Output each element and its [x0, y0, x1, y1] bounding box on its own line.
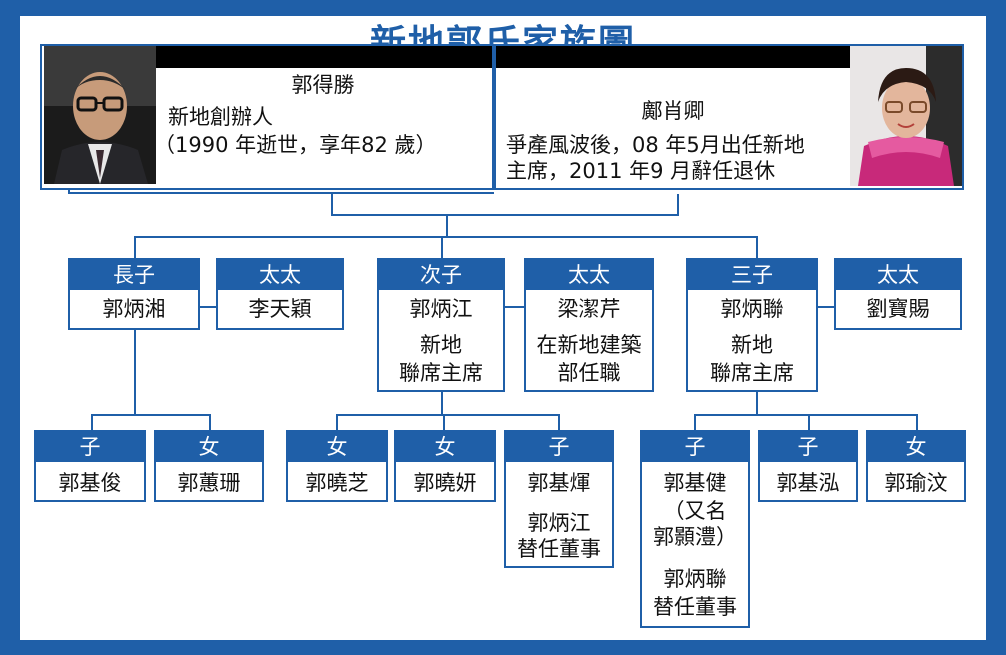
gen3-child: 子 郭基俊 — [34, 430, 146, 502]
connector — [441, 390, 443, 416]
gen2-eldest-son: 長子 郭炳湘 — [68, 258, 200, 330]
connector — [198, 306, 218, 308]
founder-role: 新地創辦人 — [168, 105, 273, 129]
connector — [209, 414, 211, 432]
person-name: 郭炳江 — [409, 297, 473, 321]
connector — [91, 414, 93, 432]
person-name: 李天穎 — [248, 297, 312, 321]
connector — [503, 306, 525, 308]
connector — [441, 236, 443, 260]
connector — [694, 414, 696, 432]
connector — [443, 414, 445, 432]
person-note: 新地 — [420, 333, 462, 357]
role-label: 次子 — [379, 260, 503, 290]
gen3-child: 子 郭基健 （又名 郭顥澧） 郭炳聯 替任董事 — [640, 430, 750, 628]
person-name: 郭基健 — [663, 471, 727, 495]
role-label: 子 — [642, 432, 748, 462]
role-label: 女 — [868, 432, 964, 462]
role-label: 長子 — [70, 260, 198, 290]
founder-photo — [44, 46, 156, 184]
gen2-second-son: 次子 郭炳江 新地 聯席主席 — [377, 258, 505, 392]
role-label: 太太 — [526, 260, 652, 290]
role-label: 子 — [506, 432, 612, 462]
person-note: （又名 — [663, 499, 727, 523]
person-name: 梁潔芹 — [557, 297, 621, 321]
person-name: 郭瑜汶 — [884, 471, 948, 495]
person-note: 郭炳聯 — [663, 567, 727, 591]
connector — [756, 236, 758, 260]
gen3-child: 女 郭蕙珊 — [154, 430, 264, 502]
role-label: 子 — [760, 432, 856, 462]
gen3-child: 子 郭基泓 — [758, 430, 858, 502]
person-name: 郭基俊 — [58, 471, 122, 495]
gen2-wife-2: 太太 梁潔芹 在新地建築 部任職 — [524, 258, 654, 392]
person-name: 劉寶賜 — [866, 297, 930, 321]
connector — [91, 414, 211, 416]
gen3-child: 女 郭曉芝 — [286, 430, 388, 502]
connector — [817, 306, 835, 308]
role-label: 女 — [156, 432, 262, 462]
connector — [694, 414, 918, 416]
person-name: 郭曉妍 — [413, 471, 477, 495]
connector — [808, 414, 810, 432]
connector — [558, 414, 560, 432]
connector — [134, 329, 136, 415]
gen2-wife-3: 太太 劉寶賜 — [834, 258, 962, 330]
person-note: 新地 — [731, 333, 773, 357]
connector — [677, 194, 679, 216]
connector — [446, 216, 448, 238]
founder-name: 郭得勝 — [291, 73, 355, 97]
founder-bar — [154, 46, 492, 68]
person-note: 替任董事 — [517, 537, 601, 561]
chair-photo — [850, 46, 962, 186]
person-name: 郭蕙珊 — [177, 471, 241, 495]
connector — [336, 414, 560, 416]
person-note: 替任董事 — [653, 595, 737, 619]
chair-bar — [496, 46, 850, 68]
connector — [331, 194, 333, 216]
gen3-child: 女 郭曉妍 — [394, 430, 496, 502]
gen2-third-son: 三子 郭炳聯 新地 聯席主席 — [686, 258, 818, 392]
role-label: 女 — [288, 432, 386, 462]
founder-dates: （1990 年逝世，享年82 歲） — [154, 133, 437, 157]
connector — [331, 214, 679, 216]
person-name: 郭炳湘 — [102, 297, 166, 321]
person-note: 聯席主席 — [710, 361, 794, 385]
chair-line2: 主席，2011 年9 月辭任退休 — [506, 159, 776, 183]
gen3-child: 女 郭瑜汶 — [866, 430, 966, 502]
role-label: 三子 — [688, 260, 816, 290]
role-label: 太太 — [218, 260, 342, 290]
person-note: 部任職 — [557, 361, 621, 385]
connector — [68, 192, 494, 194]
connector — [916, 414, 918, 432]
connector — [134, 236, 136, 260]
person-note: 聯席主席 — [399, 361, 483, 385]
chair-name: 鄺肖卿 — [641, 99, 705, 123]
person-name: 郭基泓 — [776, 471, 840, 495]
person-name: 郭基煇 — [527, 471, 591, 495]
role-label: 子 — [36, 432, 144, 462]
person-name: 郭炳聯 — [720, 297, 784, 321]
connector — [68, 186, 70, 194]
person-note: 郭顥澧） — [653, 525, 737, 549]
connector — [756, 390, 758, 416]
role-label: 女 — [396, 432, 494, 462]
gen3-child: 子 郭基煇 郭炳江 替任董事 — [504, 430, 614, 568]
person-name: 郭曉芝 — [305, 471, 369, 495]
person-note: 在新地建築 — [536, 333, 642, 357]
gen2-wife-1: 太太 李天穎 — [216, 258, 344, 330]
connector — [336, 414, 338, 432]
person-note: 郭炳江 — [527, 511, 591, 535]
connector — [134, 236, 758, 238]
role-label: 太太 — [836, 260, 960, 290]
chair-line1: 爭產風波後，08 年5月出任新地 — [506, 133, 805, 157]
